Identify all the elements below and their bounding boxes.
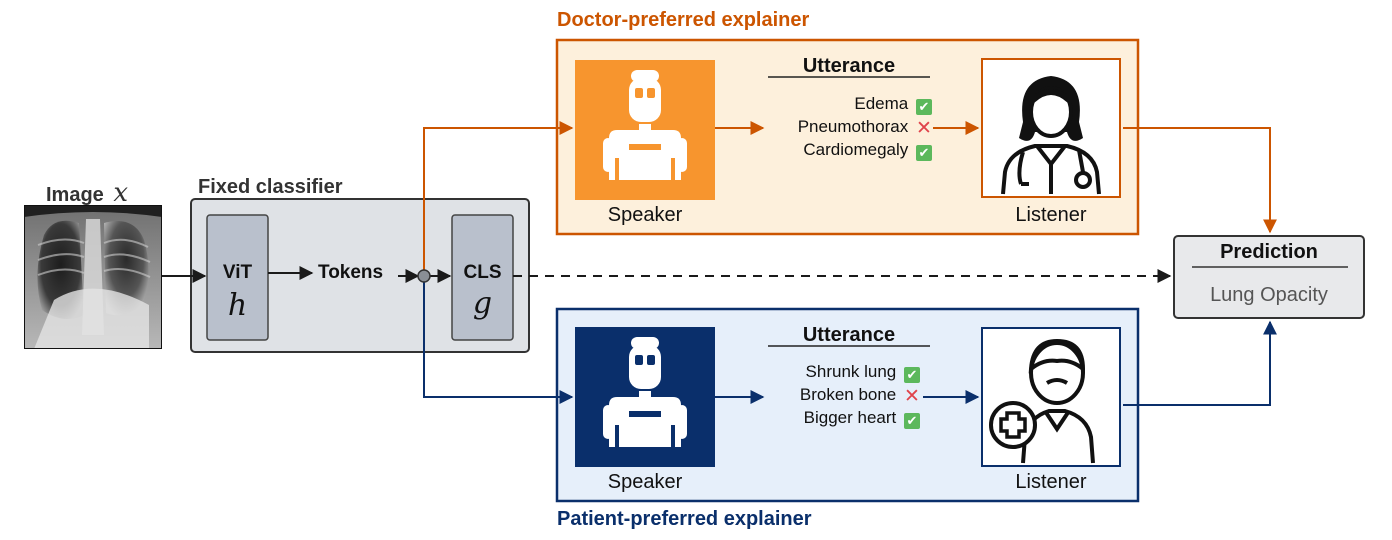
check-icon: ✔ bbox=[904, 367, 920, 383]
patient-utterance-list: Shrunk lung ✔ Broken bone ✕ Bigger heart… bbox=[730, 362, 920, 431]
doctor-speaker-label: Speaker bbox=[607, 204, 683, 226]
cross-icon: ✕ bbox=[916, 118, 932, 139]
doctor-listener-to-prediction-arrow bbox=[1123, 127, 1277, 234]
prediction-title: Prediction bbox=[1220, 241, 1318, 263]
patient-listener-to-prediction-arrow bbox=[1123, 320, 1277, 406]
robot-icon bbox=[603, 337, 687, 447]
image-symbol: x bbox=[113, 178, 129, 208]
doctor-utterance-list: Edema ✔ Pneumothorax ✕ Cardiomegaly ✔ bbox=[740, 94, 932, 163]
chest-xray-image bbox=[24, 205, 162, 349]
tokens-label: Tokens bbox=[318, 262, 384, 283]
check-icon: ✔ bbox=[916, 99, 932, 115]
doctor-speaker-robot bbox=[575, 60, 715, 200]
utterance-text: Pneumothorax bbox=[797, 117, 909, 136]
doctor-icon bbox=[1001, 76, 1101, 195]
utterance-text: Cardiomegaly bbox=[803, 140, 909, 159]
utterance-text: Broken bone bbox=[799, 385, 897, 404]
utterance-text: Edema bbox=[854, 94, 909, 113]
classifier-title: Fixed classifier bbox=[198, 176, 343, 198]
cls-label: CLS bbox=[463, 262, 502, 283]
doctor-explainer-title: Doctor-preferred explainer bbox=[557, 9, 810, 31]
utterance-item: Shrunk lung ✔ bbox=[730, 362, 920, 385]
utterance-text: Bigger heart bbox=[803, 408, 897, 427]
cls-symbol: g bbox=[472, 286, 493, 321]
utterance-item: Cardiomegaly ✔ bbox=[740, 140, 932, 163]
utterance-item: Broken bone ✕ bbox=[730, 385, 920, 408]
node-to-doctor-speaker-arrow bbox=[423, 121, 574, 270]
doctor-utterance-title: Utterance bbox=[802, 55, 896, 77]
branch-node bbox=[417, 269, 431, 283]
prediction-box bbox=[1173, 235, 1365, 319]
patient-speaker-label: Speaker bbox=[607, 471, 683, 493]
utterance-item: Edema ✔ bbox=[740, 94, 932, 117]
patient-speaker-robot bbox=[575, 327, 715, 467]
image-title: Image x bbox=[46, 178, 128, 208]
prediction-value: Lung Opacity bbox=[1210, 284, 1328, 306]
patient-icon bbox=[989, 338, 1095, 464]
robot-icon bbox=[603, 70, 687, 180]
check-icon: ✔ bbox=[904, 413, 920, 429]
patient-listener-label: Listener bbox=[1015, 471, 1087, 493]
patient-listener-box bbox=[981, 327, 1121, 467]
vit-symbol: h bbox=[227, 288, 248, 323]
node-to-patient-speaker-arrow bbox=[423, 282, 574, 404]
patient-utterance-title: Utterance bbox=[802, 324, 896, 346]
cls-box bbox=[451, 214, 514, 341]
check-icon: ✔ bbox=[916, 145, 932, 161]
vit-label: ViT bbox=[222, 262, 253, 283]
utterance-item: Bigger heart ✔ bbox=[730, 408, 920, 431]
cross-icon: ✕ bbox=[904, 386, 920, 407]
vit-box bbox=[206, 214, 269, 341]
patient-explainer-title: Patient-preferred explainer bbox=[557, 508, 812, 530]
doctor-listener-box bbox=[981, 58, 1121, 198]
doctor-listener-label: Listener bbox=[1015, 204, 1087, 226]
utterance-item: Pneumothorax ✕ bbox=[740, 117, 932, 140]
image-label: Image bbox=[46, 184, 104, 206]
utterance-text: Shrunk lung bbox=[805, 362, 897, 381]
